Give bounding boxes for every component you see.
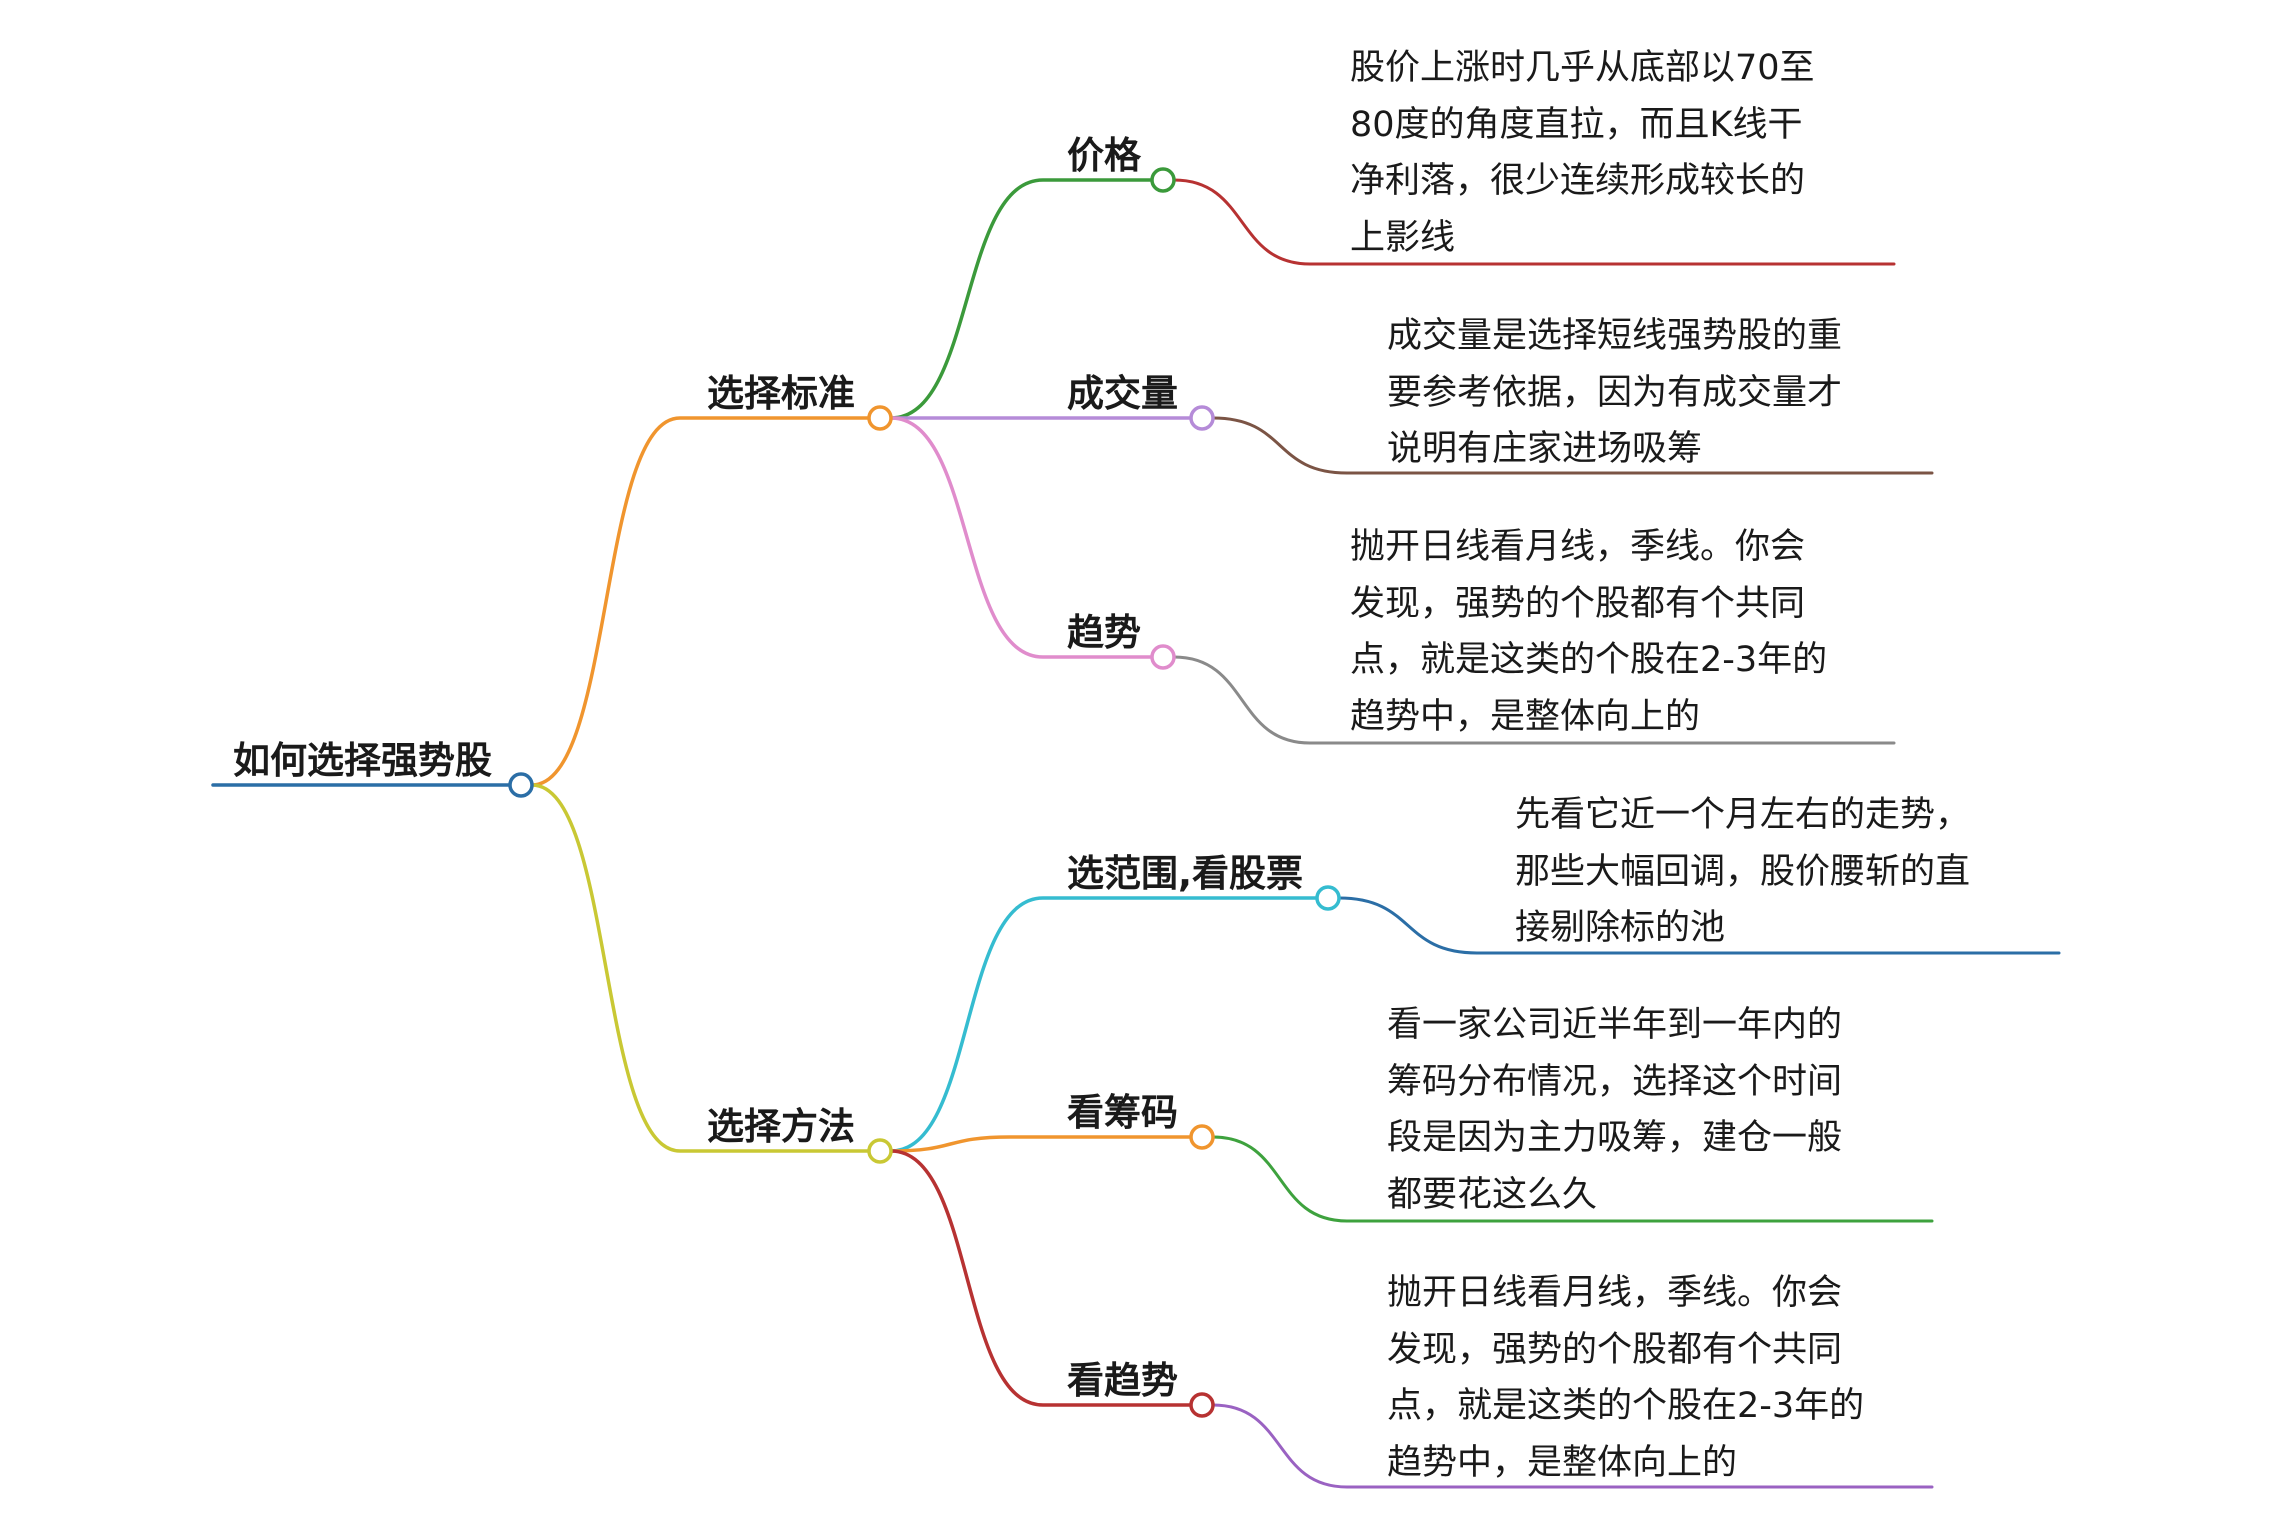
leaf-note[interactable]: 成交量是选择短线强势股的重要参考依据，因为有成交量才说明有庄家进场吸筹	[1387, 308, 1842, 478]
leaf-note[interactable]: 看一家公司近半年到一年内的筹码分布情况，选择这个时间段是因为主力吸筹，建仓一般都…	[1387, 997, 1842, 1223]
branch-node-handle[interactable]	[867, 1138, 893, 1164]
leaf-note[interactable]: 先看它近一个月左右的走势， 那些大幅回调，股价腰斩的直接剔除标的池	[1515, 787, 1970, 957]
leaf-note[interactable]: 抛开日线看月线，季线。你会发现，强势的个股都有个共同点，就是这类的个股在2-3年…	[1350, 519, 1827, 745]
topic-node-label[interactable]: 趋势	[1067, 611, 1141, 654]
branch-node-handle[interactable]	[867, 405, 893, 431]
topic-node-label[interactable]: 成交量	[1067, 372, 1178, 415]
leaf-note[interactable]: 抛开日线看月线，季线。你会发现，强势的个股都有个共同点，就是这类的个股在2-3年…	[1387, 1265, 1864, 1491]
leaf-note-line: 抛开日线看月线，季线。你会	[1350, 527, 1806, 567]
leaf-note-line: 上影线	[1350, 217, 1456, 258]
leaf-underline	[1172, 178, 1896, 266]
leaf-note-line: 成交量是选择短线强势股的重	[1387, 316, 1843, 356]
topic-node-handle[interactable]	[1150, 644, 1176, 670]
topic-node-label[interactable]: 看趋势	[1067, 1359, 1178, 1402]
leaf-note-line: 趋势中，是整体向上的	[1350, 696, 1701, 737]
leaf-underline	[1337, 896, 2061, 955]
leaf-note-line: 80度的角度直拉，而且K线干	[1350, 104, 1803, 145]
leaf-note[interactable]: 股价上涨时几乎从底部以70至 80度的角度直拉，而且K线干净利落，很少连续形成较长…	[1350, 40, 1815, 266]
leaf-note-line: 要参考依据，因为有成交量才	[1387, 372, 1843, 413]
leaf-note-line: 都要花这么久	[1387, 1174, 1598, 1215]
topic-connector	[889, 896, 1330, 1153]
topic-node-handle[interactable]	[1189, 1392, 1215, 1418]
leaf-underline	[1211, 416, 1934, 475]
topic-connector	[889, 178, 1165, 420]
root-node-label[interactable]: 如何选择强势股	[233, 739, 492, 782]
topic-connector	[889, 1149, 1204, 1407]
leaf-note-line: 说明有庄家进场吸筹	[1387, 429, 1703, 469]
topic-connector	[889, 416, 1165, 659]
topic-connector	[889, 1135, 1204, 1153]
topic-node-handle[interactable]	[1189, 1124, 1215, 1150]
leaf-underline	[1211, 1403, 1934, 1489]
leaf-underline	[1172, 655, 1896, 745]
topic-node-handle[interactable]	[1189, 405, 1215, 431]
branch-node-label[interactable]: 选择标准	[707, 372, 855, 415]
leaf-note-line: 发现，强势的个股都有个共同	[1387, 1329, 1843, 1370]
leaf-underline	[1211, 1135, 1934, 1223]
leaf-note-line: 看一家公司近半年到一年内的	[1387, 1005, 1843, 1045]
leaf-note-line: 点，就是这类的个股在2-3年的	[1350, 640, 1828, 680]
topic-node-label[interactable]: 看筹码	[1067, 1091, 1178, 1134]
leaf-note-line: 筹码分布情况，选择这个时间	[1387, 1061, 1843, 1102]
topic-node-handle[interactable]	[1150, 167, 1176, 193]
topic-node-label[interactable]: 价格	[1067, 134, 1141, 177]
leaf-note-line: 发现，强势的个股都有个共同	[1350, 583, 1806, 624]
leaf-note-line: 接剔除标的池	[1515, 908, 1726, 948]
leaf-note-line: 先看它近一个月左右的走势，	[1515, 795, 1971, 835]
leaf-note-line: 那些大幅回调，股价腰斩的直	[1515, 851, 1971, 892]
branch-connector	[530, 416, 882, 787]
branch-connector	[530, 783, 882, 1153]
topic-node-label[interactable]: 选范围,看股票	[1067, 852, 1304, 895]
branch-node-label[interactable]: 选择方法	[707, 1105, 855, 1148]
leaf-note-line: 股价上涨时几乎从底部以70至	[1350, 48, 1815, 88]
leaf-note-line: 抛开日线看月线，季线。你会	[1387, 1273, 1843, 1313]
leaf-note-line: 趋势中，是整体向上的	[1387, 1442, 1738, 1483]
leaf-note-line: 点，就是这类的个股在2-3年的	[1387, 1386, 1865, 1426]
topic-node-handle[interactable]	[1315, 885, 1341, 911]
leaf-note-line: 段是因为主力吸筹，建仓一般	[1387, 1118, 1843, 1158]
leaf-note-line: 净利落，很少连续形成较长的	[1350, 161, 1806, 201]
root-node-handle[interactable]	[508, 772, 534, 798]
